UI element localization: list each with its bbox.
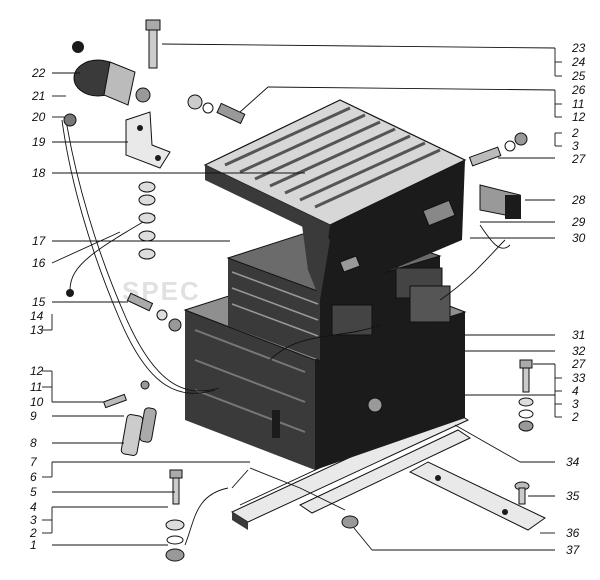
right-bolt-set [518,359,534,432]
callout-2-right: 2 [571,410,579,424]
callout-3-right: 3 [572,397,579,411]
clamp-rod [231,467,346,511]
strap-bolt [514,481,530,505]
battery-switch [63,41,151,127]
callout-23: 23 [571,41,586,55]
callout-24: 24 [571,55,586,69]
cable-clamp [102,380,157,456]
mounting-rail [230,404,472,530]
washer-stack [138,181,156,260]
callout-labels: 23 24 25 26 11 12 2 3 27 28 29 30 31 32 … [29,41,587,557]
leader-lines [42,43,562,551]
callout-32: 32 [572,344,586,358]
callout-29: 29 [571,215,586,229]
callout-35: 35 [566,489,580,503]
callout-18: 18 [32,166,46,180]
callout-33: 33 [572,371,586,385]
terminal-clamp [468,132,528,219]
callout-3-top: 3 [572,139,579,153]
callout-26: 26 [571,83,586,97]
drawing [61,19,546,562]
callout-25: 25 [571,69,586,83]
callout-22: 22 [31,66,46,80]
callout-14: 14 [30,309,44,323]
callout-13: 13 [30,323,44,337]
callout-15: 15 [32,295,46,309]
battery-cover [203,99,467,300]
callout-12-left: 12 [30,364,44,378]
callout-27-top: 27 [571,152,587,166]
callout-20: 20 [31,110,46,124]
clamp-strap [408,461,546,531]
callout-2-top: 2 [571,126,579,140]
callout-12-top: 12 [572,110,586,124]
callout-4-left: 4 [30,500,37,514]
callout-2-left: 2 [29,526,37,540]
bolt [145,19,161,69]
callout-1: 1 [30,538,37,552]
callout-37: 37 [566,543,581,557]
nut [341,515,359,529]
callout-3-left: 3 [30,513,37,527]
callout-11-left: 11 [30,380,42,394]
callout-17: 17 [32,234,47,248]
callout-21: 21 [31,89,45,103]
callout-6: 6 [30,470,37,484]
callout-34: 34 [566,455,580,469]
bottom-bolt-set [165,469,185,562]
callout-27-bottom: 27 [571,357,587,371]
callout-10: 10 [30,395,44,409]
callout-30: 30 [572,231,586,245]
cable-bolt-set [126,292,182,332]
callout-11-top: 11 [572,97,584,111]
callout-8: 8 [30,436,37,450]
callout-19: 19 [32,135,46,149]
cables [61,119,511,394]
mounting-bracket [125,111,171,169]
callout-4-right: 4 [572,384,579,398]
callout-9: 9 [30,409,37,423]
bolt-washer-nut-set [187,94,246,125]
callout-31: 31 [572,328,585,342]
callout-36: 36 [566,526,580,540]
callout-5: 5 [30,485,37,499]
callout-28: 28 [571,193,586,207]
callout-16: 16 [32,256,46,270]
callout-7: 7 [30,455,38,469]
